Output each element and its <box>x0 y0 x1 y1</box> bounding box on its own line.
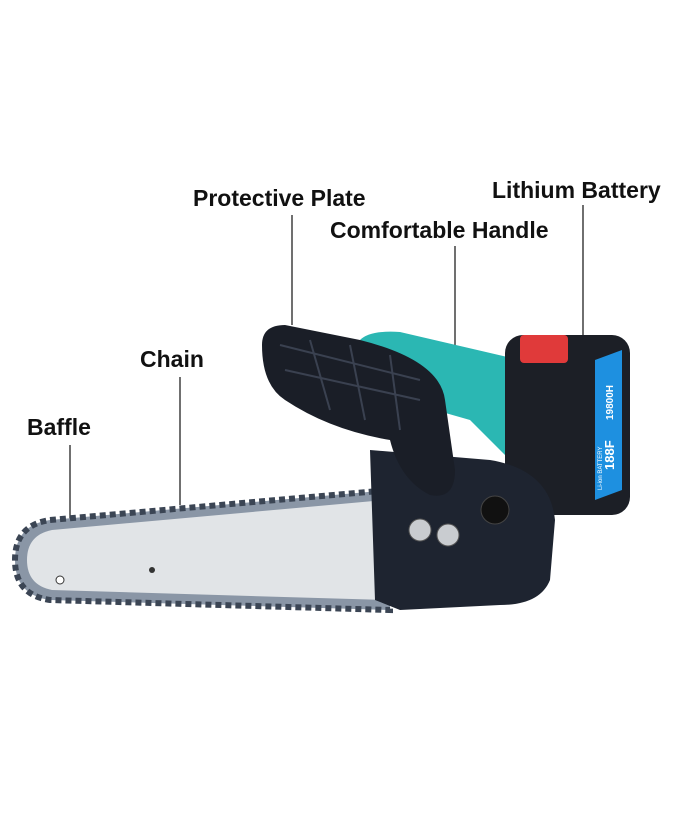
label-chain: Chain <box>140 346 204 372</box>
bar-rivet <box>149 567 155 573</box>
leader-lines <box>69 205 584 565</box>
label-lithium-battery: Lithium Battery <box>492 177 661 203</box>
bar-nut-bottom <box>436 523 460 547</box>
battery-type-text: Li-ion BATTERY <box>598 447 604 490</box>
battery-capacity-text: 19800H <box>605 385 616 420</box>
tension-knob <box>480 495 510 525</box>
bar-plate <box>27 500 385 600</box>
bar-nut-top <box>408 518 432 542</box>
baffle-hole <box>55 575 65 585</box>
protective-plate <box>262 325 455 496</box>
motor-housing <box>370 450 555 610</box>
plate-ribs <box>279 339 421 431</box>
label-baffle: Baffle <box>27 414 91 440</box>
label-protective-plate: Protective Plate <box>193 185 366 211</box>
label-comfortable-handle: Comfortable Handle <box>330 217 549 243</box>
battery-release-button <box>520 335 568 363</box>
battery-model-text: 188F <box>602 440 617 470</box>
lithium-battery: 19800H 188F Li-ion BATTERY <box>505 335 630 515</box>
guide-bar <box>11 486 393 614</box>
